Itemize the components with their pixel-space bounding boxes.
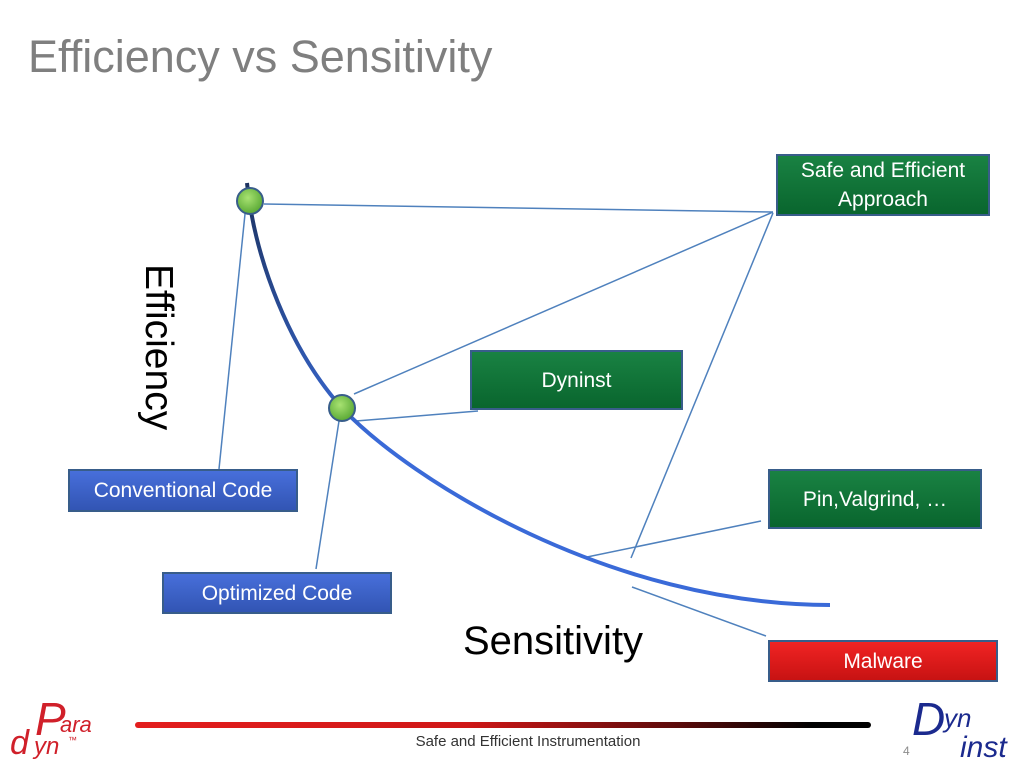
dyninst-label: Dyninst (541, 368, 612, 392)
connector-top-point-to-conventional-code (218, 213, 246, 470)
dyninst-logo-second-line: inst (960, 731, 1007, 764)
safe-efficient-approach-box: Safe and Efficient Approach (776, 154, 990, 216)
connector-curve-to-safe-approach (630, 212, 774, 559)
connector-curve-to-malware (631, 586, 767, 637)
top-curve-point (236, 187, 264, 215)
pin-valgrind-label: Pin,Valgrind, … (802, 487, 948, 511)
paradyn-logo-second-initial: d (10, 724, 29, 762)
dyninst-logo-initial: D (912, 693, 946, 745)
connector-middle-point-to-optimized-code (315, 420, 340, 570)
connector-middle-point-to-safe-approach (353, 211, 774, 395)
malware-label: Malware (843, 649, 923, 673)
connector-lines (218, 203, 774, 637)
footer-text: Safe and Efficient Instrumentation (415, 733, 641, 750)
conventional-code-label: Conventional Code (93, 479, 273, 502)
dyninst-logo-rest: yn (944, 703, 972, 733)
page-number: 4 (903, 744, 910, 758)
efficiency-sensitivity-curve (245, 182, 831, 607)
sensitivity-axis-label: Sensitivity (463, 619, 644, 663)
connector-middle-point-to-dyninst (355, 410, 479, 422)
slide-title: Efficiency vs Sensitivity (28, 31, 493, 82)
conventional-code-box: Conventional Code (68, 469, 298, 512)
optimized-code-label: Optimized Code (201, 581, 353, 605)
connector-curve-to-pin-valgrind (586, 520, 762, 558)
efficiency-axis-label: Efficiency (137, 264, 180, 431)
paradyn-logo-second-rest: yn (34, 733, 60, 760)
dyninst-box: Dyninst (470, 350, 683, 410)
malware-box: Malware (768, 640, 998, 682)
pin-valgrind-box: Pin,Valgrind, … (768, 469, 982, 529)
middle-curve-point (328, 394, 356, 422)
paradyn-logo-trademark: ™ (68, 735, 77, 745)
footer-rule (135, 722, 871, 728)
optimized-code-box: Optimized Code (162, 572, 392, 614)
paradyn-logo-rest: ara (60, 712, 92, 737)
connector-top-point-to-safe-approach (263, 203, 774, 213)
paradyn-logo-initial: P (35, 693, 66, 745)
safe-efficient-approach-label: Safe and Efficient Approach (800, 159, 966, 211)
